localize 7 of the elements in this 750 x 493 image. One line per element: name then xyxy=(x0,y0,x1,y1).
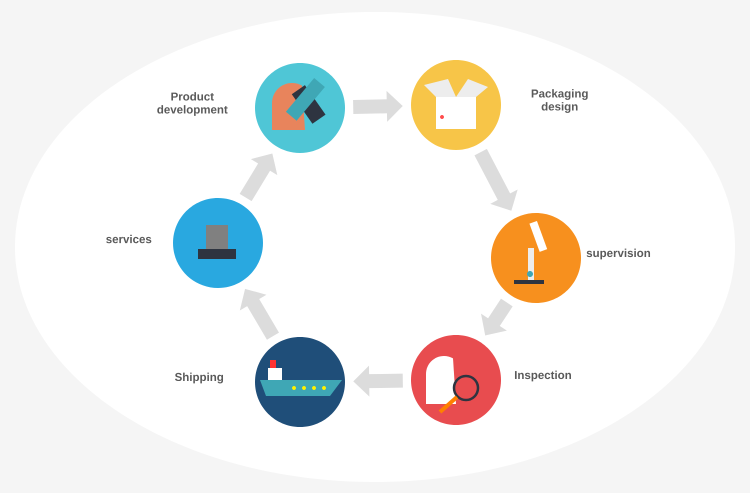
step-label: Inspection xyxy=(514,370,571,382)
step-label: Packaging design xyxy=(532,89,588,113)
step-label: Shipping xyxy=(174,372,224,384)
step-label: Product development xyxy=(157,92,228,116)
step-label: supervision xyxy=(586,248,650,260)
step-label: services xyxy=(106,234,152,244)
step-circle xyxy=(491,213,581,303)
